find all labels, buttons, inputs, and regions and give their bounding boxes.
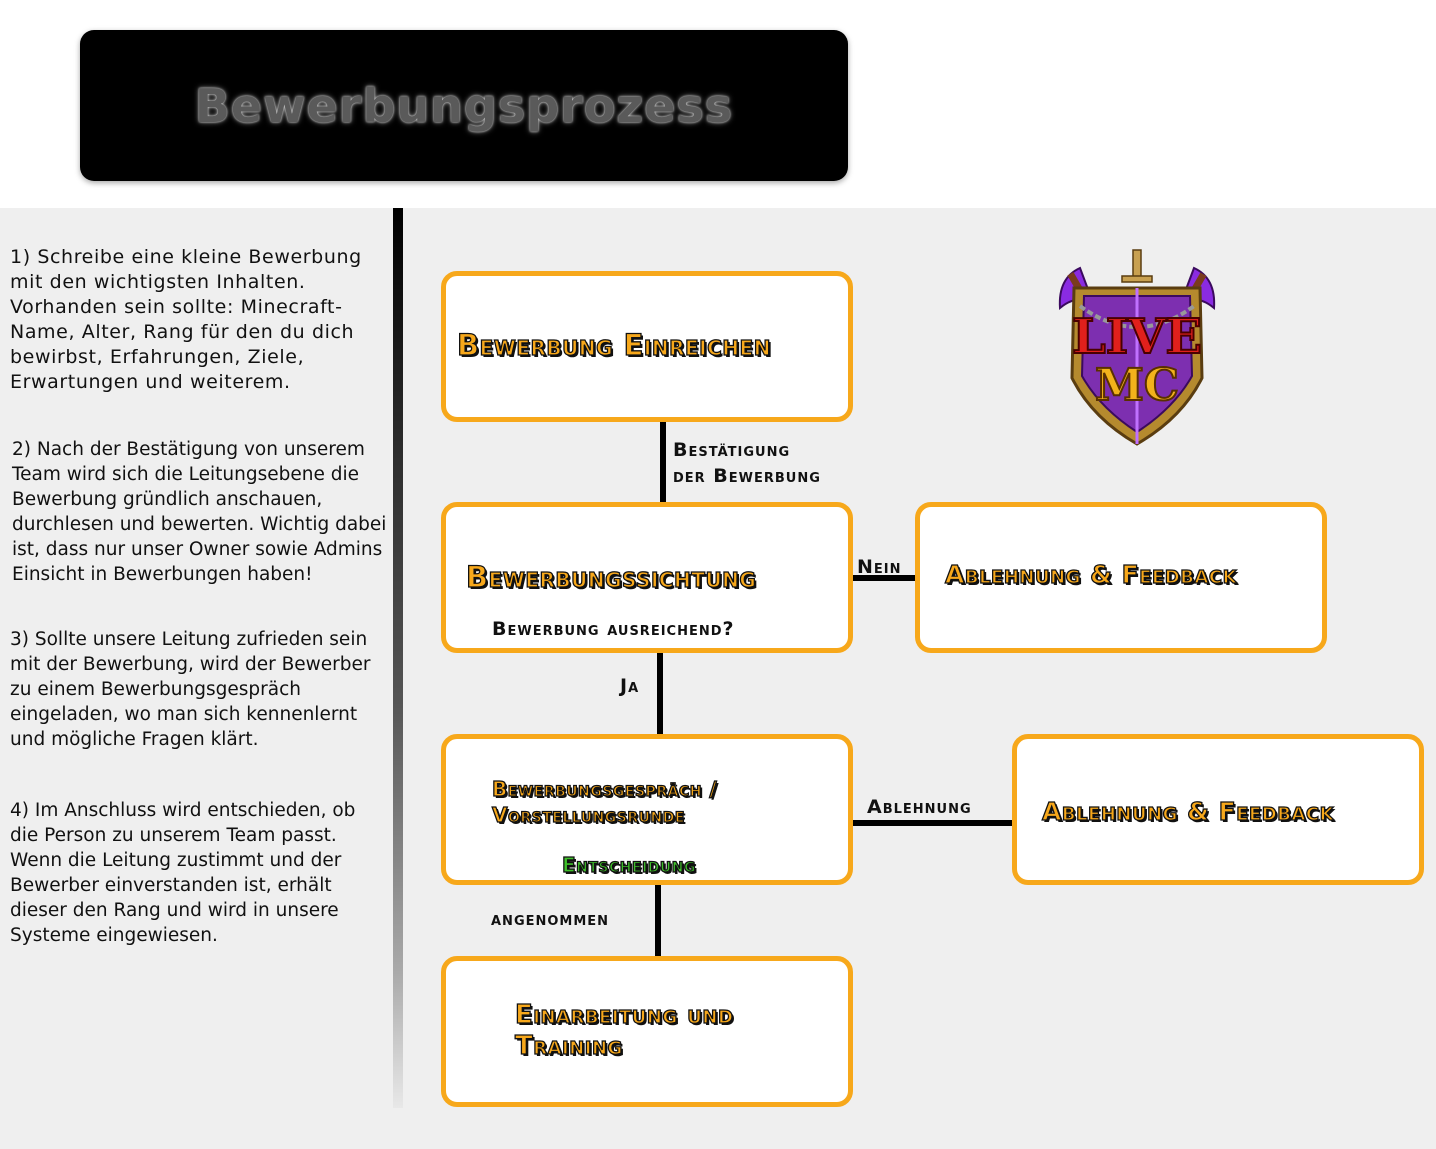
node-submit-box [441, 271, 853, 422]
edge-interview-training [655, 885, 661, 956]
node-interview-label-1: Bewerbungsgespräch / [491, 776, 718, 801]
node-submit-label: Bewerbung Einreichen [456, 327, 771, 362]
node-training-box [441, 956, 853, 1107]
edge-confirm-label-2: der Bewerbung [673, 465, 821, 487]
edge-review-interview [657, 653, 663, 734]
edge-accepted-label: angenommen [491, 908, 610, 930]
node-review-box [441, 502, 853, 653]
title-banner: Bewerbungsprozess [80, 30, 848, 181]
livemc-logo: LIVE MC [1058, 249, 1216, 446]
node-interview-label-2: Vorstellungsrunde [491, 802, 685, 827]
step-1-text: 1) Schreibe eine kleine Bewerbung mit de… [10, 246, 362, 393]
node-review-question: Bewerbung ausreichend? [492, 618, 735, 640]
node-reject-1-label: Ablehnung & Feedback [944, 559, 1238, 589]
edge-no-label: Nein [857, 556, 902, 578]
node-review-label: Bewerbungssichtung [465, 559, 757, 594]
edge-submit-review [660, 422, 666, 502]
node-reject-2-box [1012, 734, 1424, 885]
step-2-text: 2) Nach der Bestätigung von unserem Team… [12, 439, 387, 585]
node-training-label-2: Training [514, 1030, 623, 1061]
edge-confirm-label-1: Bestätigung [673, 439, 791, 461]
logo-text-live: LIVE [1072, 309, 1202, 365]
node-training-label-1: Einarbeitung und [514, 999, 734, 1030]
node-reject-1-box [915, 502, 1327, 653]
page-title: Bewerbungsprozess [194, 78, 734, 133]
step-4-text: 4) Im Anschluss wird entschieden, ob die… [10, 800, 356, 946]
vertical-divider [393, 208, 403, 1108]
node-reject-2-label: Ablehnung & Feedback [1041, 796, 1335, 826]
edge-yes-label: Ja [620, 675, 640, 697]
logo-text-mc: MC [1095, 360, 1179, 411]
edge-review-reject [853, 575, 915, 581]
step-3-text: 3) Sollte unsere Leitung zufrieden sein … [10, 629, 371, 750]
node-interview-box [441, 734, 853, 885]
edge-interview-reject [853, 820, 1012, 826]
edge-rejection-label: Ablehnung [867, 796, 972, 818]
node-decision-label: Entscheidung [561, 852, 696, 877]
